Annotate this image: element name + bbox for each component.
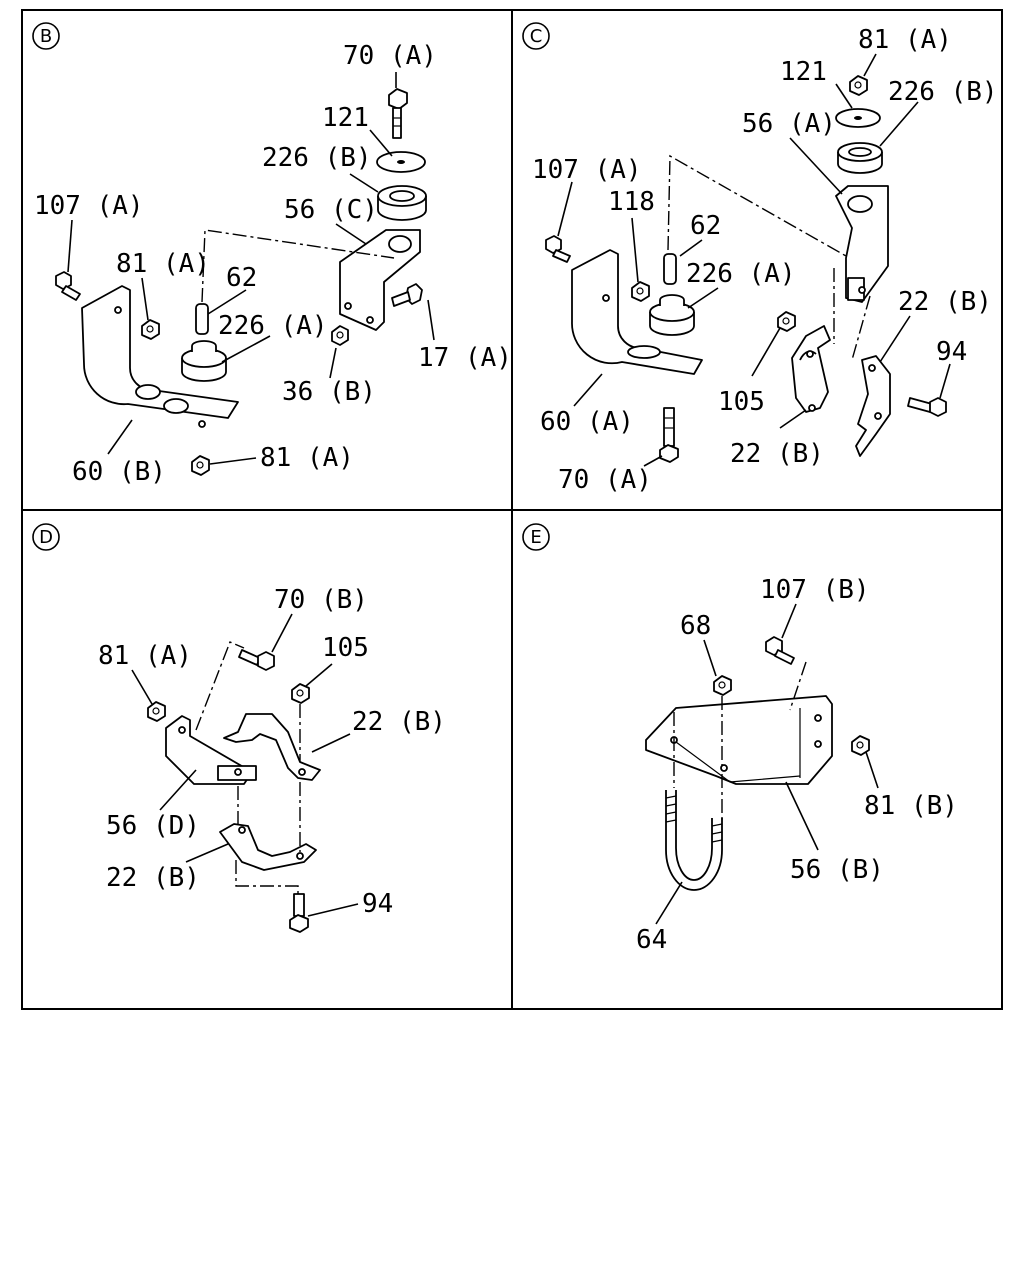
bolt-70b-part [238,649,275,671]
callout-94-c: 94 [936,337,967,367]
bracket-56a-part [835,185,889,303]
nut-81a-top-part [849,75,868,96]
callout-81a-lower: 81 (A) [260,443,354,473]
callout-56b-e: 56 (B) [790,855,884,885]
callout-121-c: 121 [780,57,827,87]
callout-64-e: 64 [636,925,667,955]
callout-68-e: 68 [680,611,711,641]
bolt-94-c-part [907,397,947,417]
callout-22b-lower-c: 22 (B) [730,439,824,469]
panel-c-dash-line [667,154,847,257]
bracket-60a-part [571,249,703,375]
clamp-22b-right-part [855,355,891,457]
nut-36b-part [331,325,349,346]
grommet-226b-part [377,185,427,221]
callout-105-d: 105 [322,633,369,663]
svg-text:E: E [530,527,541,548]
panel-d: D [32,523,446,933]
panel-c: C [522,22,998,495]
panel-e: E [522,523,958,955]
u-bolt-64-part [665,790,723,891]
callout-70b-d: 70 (B) [274,585,368,615]
callout-70a-c: 70 (A) [558,465,652,495]
bolt-94-d-part [289,893,309,933]
callout-62-c: 62 [690,211,721,241]
callout-56a-c: 56 (A) [742,109,836,139]
clamp-22b-lower-d-part [219,823,317,871]
nut-118-part [631,281,650,302]
bolt-107b-part [765,636,795,665]
panel-e-dash-lines [673,661,807,822]
callout-56d-d: 56 (D) [106,811,200,841]
svg-text:C: C [530,26,543,47]
nut-81a-upper-part [141,319,160,340]
panel-e-badge: E [522,523,550,551]
bracket-56c-part [339,229,421,331]
panel-grid [21,9,1003,1010]
panel-e-leader-lines [655,603,879,925]
svg-text:B: B [40,26,52,47]
bracket-56b-part [645,695,833,785]
nut-105-c-part [777,311,796,332]
callout-107a: 107 (A) [34,191,144,221]
callout-118-c: 118 [608,187,655,217]
panel-c-leader-lines [557,53,951,467]
callout-81a-d: 81 (A) [98,641,192,671]
nut-68-part [713,675,732,696]
svg-text:D: D [39,527,53,548]
callout-226a-c: 226 (A) [686,259,796,289]
bolt-107a-part [55,271,81,301]
bolt-17a-part [391,283,423,307]
callout-17a: 17 (A) [418,343,512,373]
panel-d-badge: D [32,523,60,551]
callout-107b-e: 107 (B) [760,575,870,605]
washer-121-part [376,151,426,173]
nut-81b-part [851,735,870,756]
pin-62-c-part [663,253,677,285]
panel-c-badge: C [522,22,550,50]
cushion-226a-part [181,340,227,382]
callout-226b-c: 226 (B) [888,77,998,107]
callout-22b-lower-d: 22 (B) [106,863,200,893]
bolt-107a-c-part [545,235,571,263]
panel-b-badge: B [32,22,60,50]
callout-226b: 226 (B) [262,143,372,173]
washer-121-c-part [835,108,881,128]
panel-b-leader-lines [67,72,435,465]
callout-60a-c: 60 (A) [540,407,634,437]
callout-36b: 36 (B) [282,377,376,407]
callout-56c: 56 (C) [284,195,378,225]
callout-94-d: 94 [362,889,393,919]
panel-b: B [32,22,512,487]
callout-22b-upper-c: 22 (B) [898,287,992,317]
callout-22b-upper-d: 22 (B) [352,707,446,737]
grommet-226b-c-part [837,142,883,174]
bracket-56d-part [165,715,257,785]
panel-c-dash-line-3 [851,295,871,361]
clamp-22b-upper-d-part [223,713,321,781]
panel-d-leader-lines [131,613,359,917]
nut-81a-d-part [147,701,166,722]
nut-105-d-part [291,683,310,704]
callout-62: 62 [226,263,257,293]
nut-81a-lower-part [191,455,210,476]
bracket-60b-part [81,285,239,428]
pin-62-part [195,303,209,335]
callout-105-c: 105 [718,387,765,417]
bolt-70a-part [388,88,408,139]
callout-107a-c: 107 (A) [532,155,642,185]
cushion-226a-c-part [649,294,695,336]
callout-70a: 70 (A) [343,41,437,71]
bolt-70a-c-part [659,407,679,463]
panel-d-dash-lines [195,641,301,896]
callout-60b: 60 (B) [72,457,166,487]
clamp-22b-left-part [791,325,831,413]
callout-81a-upper: 81 (A) [116,249,210,279]
callout-81b-e: 81 (B) [864,791,958,821]
callout-121: 121 [322,103,369,133]
callout-81a-c: 81 (A) [858,25,952,55]
callout-226a: 226 (A) [218,311,328,341]
